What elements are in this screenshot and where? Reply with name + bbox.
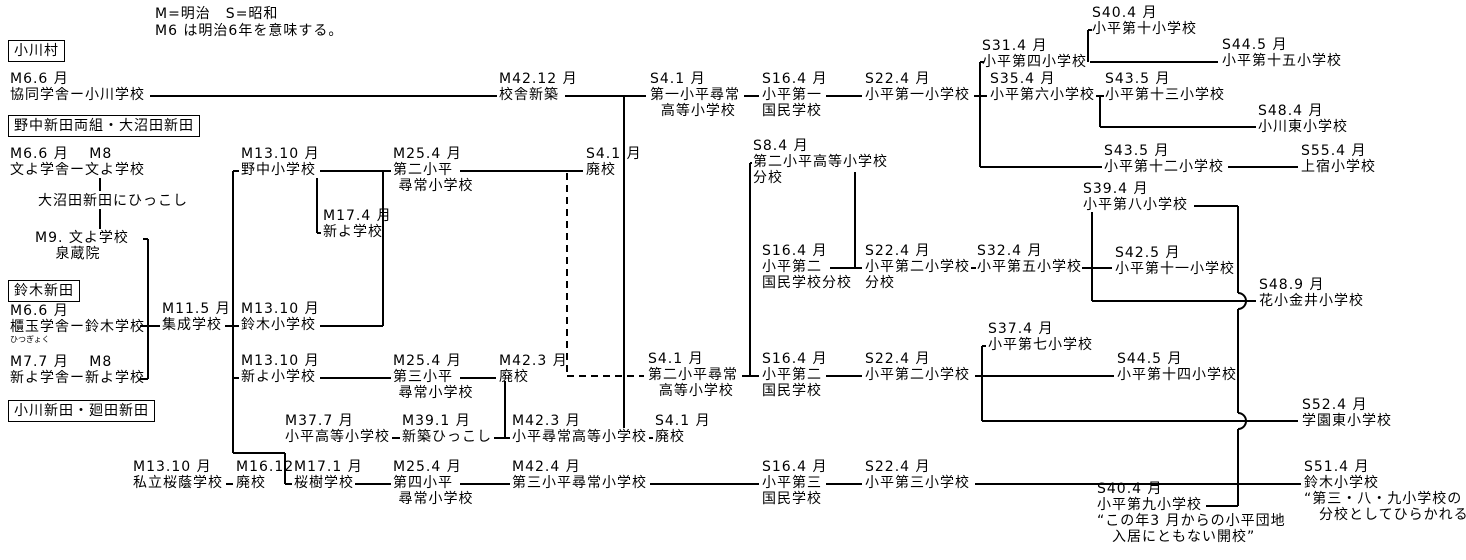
school-node: S4.1 月 第二小平尋常 高等小学校 — [648, 351, 738, 399]
school-node: S16.4 月 小平第二 国民学校分校 — [762, 243, 852, 291]
school-node: M39.1 月 新築ひっこし — [402, 413, 492, 445]
school-node: S48.4 月 小川東小学校 — [1258, 103, 1348, 135]
school-node: S22.4 月 小平第三小学校 — [865, 459, 970, 491]
furigana: ひつぎょく — [10, 335, 50, 344]
school-node: M42.3 月 小平尋常高等小学校 — [512, 413, 647, 445]
school-node: S44.5 月 小平第十五小学校 — [1222, 37, 1342, 69]
school-node: M6.6 月 協同学舎ー小川学校 — [10, 71, 145, 103]
region-box: 小川村 — [8, 40, 65, 62]
school-node: S37.4 月 小平第七小学校 — [988, 321, 1093, 353]
school-node: S39.4 月 小平第八小学校 — [1083, 181, 1188, 213]
school-node: S31.4 月 小平第四小学校 — [982, 38, 1087, 70]
school-node: S32.4 月 小平第五小学校 — [977, 243, 1082, 275]
school-node: M9. 文よ学校 泉蔵院 — [35, 230, 129, 262]
school-node: S55.4 月 上宿小学校 — [1301, 143, 1376, 175]
school-node: S40.4 月 小平第九小学校 “この年3 月からの小平団地 入居にともない開校… — [1097, 481, 1286, 545]
school-node: S22.4 月 小平第二小学校 — [865, 351, 970, 383]
school-node: 大沼田新田にひっこし — [38, 193, 188, 209]
school-node: M25.4 月 第二小平 尋常小学校 — [393, 146, 474, 194]
school-node: S52.4 月 学園東小学校 — [1302, 397, 1392, 429]
school-node: M13.10 月 私立桜蔭学校 — [133, 459, 223, 491]
line-bridge-hop — [1237, 292, 1247, 310]
school-node: S43.5 月 小平第十二小学校 — [1104, 143, 1224, 175]
legend-line2: M6 は明治6年を意味する。 — [155, 23, 344, 39]
school-node: S51.4 月 鈴木小学校 “第三・八・九小学校の 分校としてひらかれる” — [1304, 459, 1466, 523]
school-node: M6.6 月 M8 文よ学舎ー文よ学校 — [10, 146, 145, 178]
school-node: M16.12 廃校 — [236, 459, 295, 491]
school-node: S42.5 月 小平第十一小学校 — [1115, 245, 1235, 277]
school-node: M42.12 月 校舎新築 — [499, 71, 578, 103]
school-node: M25.4 月 第三小平 尋常小学校 — [393, 353, 474, 401]
school-node: M37.7 月 小平高等小学校 — [285, 413, 390, 445]
legend: M=明治 S=昭和 M6 は明治6年を意味する。 — [155, 6, 343, 40]
school-node: S40.4 月 小平第十小学校 — [1092, 5, 1197, 37]
school-node: M11.5 月 集成学校 — [162, 301, 231, 333]
school-node: M17.4 月 新よ学校 — [323, 208, 392, 240]
line-bridge-hop — [1237, 412, 1247, 430]
school-node: S4.1 月 廃校 — [655, 413, 711, 445]
school-node: S4.1 月 第一小平尋常 高等小学校 — [650, 71, 740, 119]
school-node: M13.10 月 新よ小学校 — [241, 353, 320, 385]
school-node: S48.9 月 花小金井小学校 — [1259, 277, 1364, 309]
school-node: M13.10 月 野中小学校 — [241, 146, 320, 178]
school-node: M13.10 月 鈴木小学校 — [241, 301, 320, 333]
region-box: 小川新田・廻田新田 — [8, 400, 155, 422]
school-node: M7.7 月 M8 新よ学舎ー新よ学校 — [10, 354, 145, 386]
school-node: S16.4 月 小平第三 国民学校 — [762, 459, 828, 507]
school-node: S35.4 月 小平第六小学校 — [990, 71, 1095, 103]
school-node: S8.4 月 第二小平高等小学校 分校 — [753, 138, 888, 186]
school-node: M6.6 月 櫃玉学舎ー鈴木学校ひつぎょく — [10, 303, 145, 344]
school-node: S4.1 月 廃校 — [586, 146, 642, 178]
school-node: S22.4 月 小平第一小学校 — [865, 71, 970, 103]
school-node: S16.4 月 小平第二 国民学校 — [762, 351, 828, 399]
legend-line1: M=明治 S=昭和 — [155, 6, 279, 22]
school-node: S44.5 月 小平第十四小学校 — [1117, 351, 1237, 383]
school-node: M17.1 月 桜樹学校 — [294, 459, 363, 491]
school-node: S43.5 月 小平第十三小学校 — [1105, 71, 1225, 103]
school-node: M42.4 月 第三小平尋常小学校 — [512, 459, 647, 491]
school-node: M42.3 月 廃校 — [499, 353, 568, 385]
region-box: 鈴木新田 — [8, 280, 80, 302]
school-node: S16.4 月 小平第一 国民学校 — [762, 71, 828, 119]
school-node: S22.4 月 小平第二小学校 分校 — [865, 243, 970, 291]
region-box: 野中新田両組・大沼田新田 — [8, 115, 200, 137]
school-node: M25.4 月 第四小平 尋常小学校 — [393, 459, 474, 507]
